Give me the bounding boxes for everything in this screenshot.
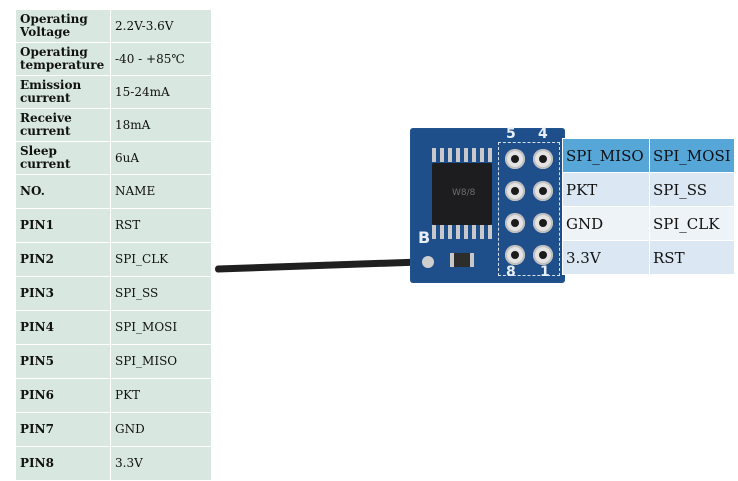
pin-row: PIN3 SPI_SS bbox=[15, 276, 212, 311]
spec-value: 6uA bbox=[110, 141, 212, 175]
rf-chip: W8/8 bbox=[432, 163, 492, 225]
spec-label: Receive current bbox=[15, 108, 111, 142]
spec-label: Sleep current bbox=[15, 141, 111, 175]
connector-pin-map: SPI_MISO SPI_MOSI PKT SPI_SS GND SPI_CLK… bbox=[562, 138, 735, 275]
chip-pins-bottom bbox=[432, 225, 492, 239]
pin-row: PIN8 3.3V bbox=[15, 446, 212, 481]
pin-name: RST bbox=[110, 208, 212, 243]
header-pad bbox=[505, 245, 525, 265]
pin-name: SPI_MOSI bbox=[110, 310, 212, 345]
pin-no: PIN7 bbox=[15, 412, 111, 447]
connector-pin-left: SPI_MISO bbox=[562, 138, 650, 173]
header-pad bbox=[533, 213, 553, 233]
pin-row: PIN6 PKT bbox=[15, 378, 212, 413]
pinout-header-row: NO. NAME bbox=[15, 174, 212, 209]
pin-no: PIN2 bbox=[15, 242, 111, 277]
header-pad bbox=[505, 181, 525, 201]
spec-value: 18mA bbox=[110, 108, 212, 142]
header-pad bbox=[533, 181, 553, 201]
pin-name: SPI_CLK bbox=[110, 242, 212, 277]
spec-label: Operating temperature bbox=[15, 42, 111, 76]
connector-row: 3.3V RST bbox=[562, 240, 735, 275]
silk-label-b: B bbox=[418, 228, 431, 247]
smd-capacitor bbox=[450, 253, 474, 267]
pin-name: SPI_SS bbox=[110, 276, 212, 311]
spec-label: Emission current bbox=[15, 75, 111, 109]
pin-name: GND bbox=[110, 412, 212, 447]
pin-row: PIN7 GND bbox=[15, 412, 212, 447]
pinout-header-name: NAME bbox=[110, 174, 212, 209]
pin-row: PIN2 SPI_CLK bbox=[15, 242, 212, 277]
silk-label-4: 4 bbox=[538, 126, 548, 142]
pin-row: PIN1 RST bbox=[15, 208, 212, 243]
spec-row: Operating Voltage 2.2V-3.6V bbox=[15, 9, 212, 43]
connector-pin-right: SPI_SS bbox=[649, 172, 735, 207]
silk-label-8: 8 bbox=[506, 264, 516, 280]
pin-no: PIN3 bbox=[15, 276, 111, 311]
silk-label-5: 5 bbox=[506, 126, 516, 142]
connector-pin-left: GND bbox=[562, 206, 650, 241]
connector-pin-right: SPI_MOSI bbox=[649, 138, 735, 173]
pin-no: PIN6 bbox=[15, 378, 111, 413]
spec-value: -40 - +85℃ bbox=[110, 42, 212, 76]
connector-row: PKT SPI_SS bbox=[562, 172, 735, 207]
antenna-solder-pad bbox=[422, 256, 434, 268]
spec-row: Receive current 18mA bbox=[15, 108, 212, 142]
connector-pin-right: RST bbox=[649, 240, 735, 275]
spec-label: Operating Voltage bbox=[15, 9, 111, 43]
connector-pin-left: PKT bbox=[562, 172, 650, 207]
pin-name: SPI_MISO bbox=[110, 344, 212, 379]
pin-no: PIN1 bbox=[15, 208, 111, 243]
spec-value: 15-24mA bbox=[110, 75, 212, 109]
connector-pin-right: SPI_CLK bbox=[649, 206, 735, 241]
chip-marking: W8/8 bbox=[452, 188, 476, 198]
pin-row: PIN5 SPI_MISO bbox=[15, 344, 212, 379]
rf-module-board: W8/8 B 5 4 8 1 bbox=[410, 126, 565, 283]
connector-row: GND SPI_CLK bbox=[562, 206, 735, 241]
spec-value: 2.2V-3.6V bbox=[110, 9, 212, 43]
antenna-wire bbox=[214, 258, 424, 273]
spec-row: Sleep current 6uA bbox=[15, 141, 212, 175]
pin-no: PIN8 bbox=[15, 446, 111, 481]
pin-name: PKT bbox=[110, 378, 212, 413]
connector-row: SPI_MISO SPI_MOSI bbox=[562, 138, 735, 173]
header-pad bbox=[533, 245, 553, 265]
pin-row: PIN4 SPI_MOSI bbox=[15, 310, 212, 345]
header-outline bbox=[498, 142, 560, 276]
header-pad bbox=[533, 149, 553, 169]
connector-pin-left: 3.3V bbox=[562, 240, 650, 275]
pin-no: PIN5 bbox=[15, 344, 111, 379]
spec-row: Operating temperature -40 - +85℃ bbox=[15, 42, 212, 76]
spec-table: Operating Voltage 2.2V-3.6V Operating te… bbox=[15, 9, 212, 481]
pin-name: 3.3V bbox=[110, 446, 212, 481]
header-pad bbox=[505, 213, 525, 233]
pinout-header-no: NO. bbox=[15, 174, 111, 209]
silk-label-1: 1 bbox=[540, 264, 550, 280]
spec-row: Emission current 15-24mA bbox=[15, 75, 212, 109]
pin-no: PIN4 bbox=[15, 310, 111, 345]
header-pad bbox=[505, 149, 525, 169]
chip-pins-top bbox=[432, 148, 492, 162]
